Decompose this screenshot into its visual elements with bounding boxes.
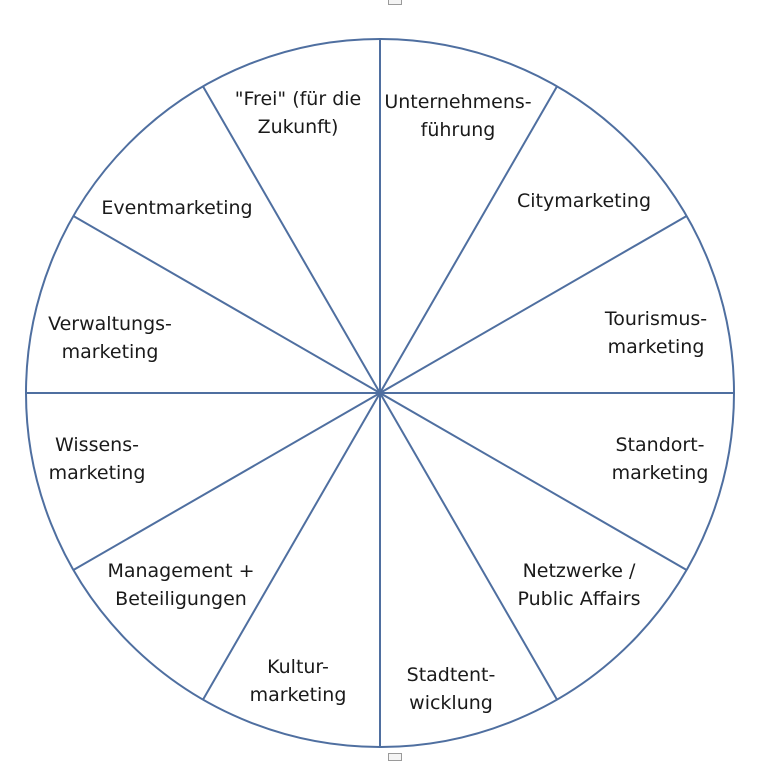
segment-label-line: "Frei" (für die [234,88,362,110]
segment-divider [72,215,381,394]
segment-label-line: Wissens- [55,434,139,456]
segment-label-management: Management + Beteiligungen [107,557,254,613]
segment-label-line: Public Affairs [517,588,641,610]
segment-label-line: marketing [61,341,159,363]
segment-divider [379,85,558,394]
segment-label-line: Eventmarketing [101,197,253,219]
segment-label-line: Management + [107,560,255,582]
segment-divider [379,392,558,701]
segment-label-frei: "Frei" (für die Zukunft) [235,85,361,141]
segment-label-wissensmarketing: Wissens- marketing [49,431,146,487]
segment-label-line: Citymarketing [516,190,652,212]
segment-label-line: marketing [611,462,709,484]
segment-label-stadtentwicklung: Stadtent- wicklung [407,661,496,717]
handle-top[interactable] [388,0,402,5]
segment-label-kulturmarketing: Kultur- marketing [250,653,347,709]
segment-label-line: Unternehmens- [384,91,532,113]
segment-label-line: Stadtent- [406,664,496,686]
segment-label-verwaltungsmarketing: Verwaltungs- marketing [48,310,172,366]
segment-label-standortmarketing: Standort- marketing [612,431,709,487]
segment-label-citymarketing: Citymarketing [517,187,651,215]
segment-label-line: marketing [607,336,705,358]
segment-label-line: marketing [48,462,146,484]
segment-label-line: Standort- [615,434,705,456]
segment-label-unternehmensfuehrung: Unternehmens- führung [384,88,531,144]
segment-label-line: wicklung [409,692,493,714]
segment-divider [72,392,381,571]
segment-label-line: führung [420,119,496,141]
segment-label-line: Verwaltungs- [48,313,172,335]
segment-label-line: Zukunft) [257,116,339,138]
segment-label-line: marketing [249,684,347,706]
segment-label-eventmarketing: Eventmarketing [101,194,252,222]
segment-label-line: Beteiligungen [115,588,247,610]
segment-divider [379,215,688,394]
segment-label-tourismusmarketing: Tourismus- marketing [605,305,707,361]
segment-divider [202,392,381,701]
segment-label-line: Tourismus- [604,308,708,330]
segment-divider [202,85,381,394]
segment-label-line: Netzwerke / [522,560,636,582]
segment-label-netzwerke: Netzwerke / Public Affairs [518,557,641,613]
segment-label-line: Kultur- [267,656,329,678]
segment-divider [379,392,688,571]
